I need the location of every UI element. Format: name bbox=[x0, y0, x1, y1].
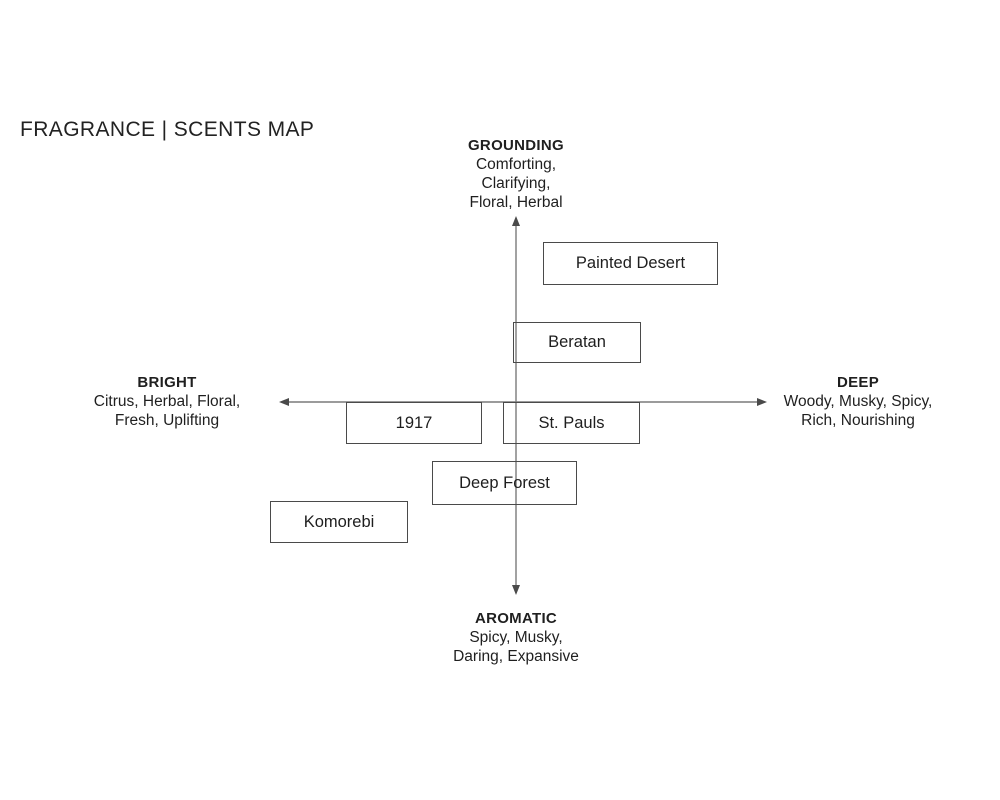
axis-label-aromatic: AROMATIC Spicy, Musky, Daring, Expansive bbox=[396, 609, 636, 666]
arrow-up-icon bbox=[512, 216, 520, 226]
scent-box-1917: 1917 bbox=[346, 402, 482, 444]
axis-descriptor: Daring, Expansive bbox=[453, 648, 579, 665]
axis-descriptor: Clarifying, bbox=[481, 175, 551, 192]
axis-label-grounding: GROUNDING Comforting, Clarifying, Floral… bbox=[396, 136, 636, 212]
axis-heading-grounding: GROUNDING bbox=[467, 137, 565, 154]
axis-descriptor: Comforting, bbox=[475, 156, 557, 173]
axis-descriptor: Fresh, Uplifting bbox=[114, 412, 220, 429]
arrow-left-icon bbox=[279, 398, 289, 406]
axis-descriptor: Rich, Nourishing bbox=[801, 412, 915, 429]
scent-box-st-pauls: St. Pauls bbox=[503, 402, 640, 444]
axis-descriptor: Floral, Herbal bbox=[469, 194, 563, 211]
axis-heading-bright: BRIGHT bbox=[137, 374, 197, 391]
axis-heading-deep: DEEP bbox=[836, 374, 880, 391]
scent-box-komorebi: Komorebi bbox=[270, 501, 408, 543]
scent-box-deep-forest: Deep Forest bbox=[432, 461, 577, 505]
arrow-right-icon bbox=[757, 398, 767, 406]
axis-descriptor: Woody, Musky, Spicy, bbox=[783, 393, 933, 410]
axis-descriptor: Citrus, Herbal, Floral, bbox=[93, 393, 241, 410]
arrow-down-icon bbox=[512, 585, 520, 595]
scent-box-beratan: Beratan bbox=[513, 322, 641, 363]
scent-box-painted-desert: Painted Desert bbox=[543, 242, 718, 285]
page-title: FRAGRANCE | SCENTS MAP bbox=[20, 118, 315, 141]
axis-descriptor: Spicy, Musky, bbox=[469, 629, 563, 646]
axis-heading-aromatic: AROMATIC bbox=[474, 610, 558, 627]
axis-label-bright: BRIGHT Citrus, Herbal, Floral, Fresh, Up… bbox=[47, 373, 287, 430]
axis-label-deep: DEEP Woody, Musky, Spicy, Rich, Nourishi… bbox=[738, 373, 978, 430]
